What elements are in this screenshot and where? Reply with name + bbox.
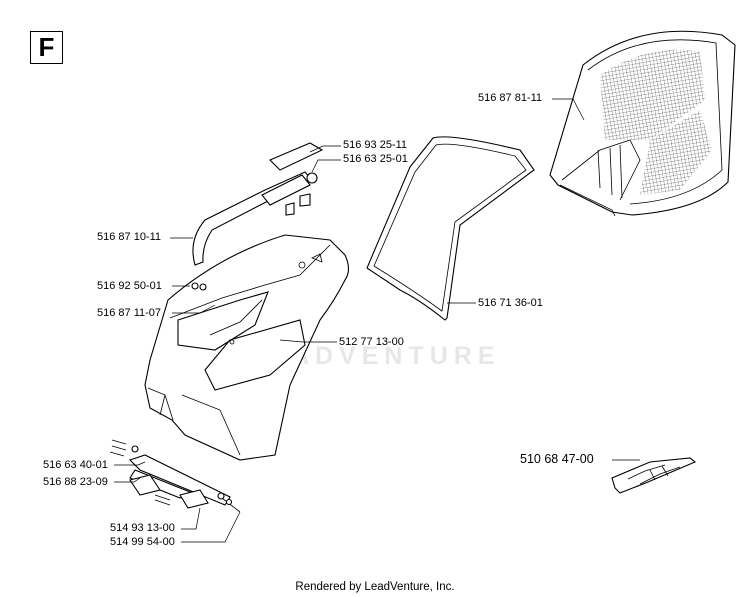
section-letter-box: F bbox=[30, 31, 63, 64]
bag-frame-drawing bbox=[366, 136, 535, 321]
part-label[interactable]: 516 87 10-11 bbox=[97, 231, 162, 243]
part-label[interactable]: 514 99 54-00 bbox=[110, 536, 175, 548]
part-label[interactable]: 516 71 36-01 bbox=[478, 297, 543, 309]
part-label[interactable]: 516 88 23-09 bbox=[43, 476, 108, 488]
handle-drawing bbox=[192, 142, 324, 266]
part-label[interactable]: 510 68 47-00 bbox=[520, 452, 594, 466]
rear-chute-drawing bbox=[144, 234, 350, 461]
part-label[interactable]: 516 63 40-01 bbox=[43, 459, 108, 471]
leader-lines bbox=[114, 98, 640, 543]
part-label[interactable]: 516 63 25-01 bbox=[343, 153, 408, 165]
part-label[interactable]: 516 93 25-11 bbox=[343, 139, 408, 151]
part-label[interactable]: 516 92 50-01 bbox=[97, 280, 162, 292]
footer-credit: Rendered by LeadVenture, Inc. bbox=[295, 581, 455, 593]
screws-drawing bbox=[191, 282, 207, 291]
scraper-strip-drawing bbox=[611, 457, 697, 494]
part-label[interactable]: 516 87 11-07 bbox=[97, 307, 162, 319]
part-label[interactable]: 516 87 81-11 bbox=[478, 92, 543, 104]
part-label[interactable]: 512 77 13-00 bbox=[339, 336, 404, 348]
part-label[interactable]: 514 93 13-00 bbox=[110, 522, 175, 534]
grass-basket-drawing bbox=[549, 30, 736, 217]
